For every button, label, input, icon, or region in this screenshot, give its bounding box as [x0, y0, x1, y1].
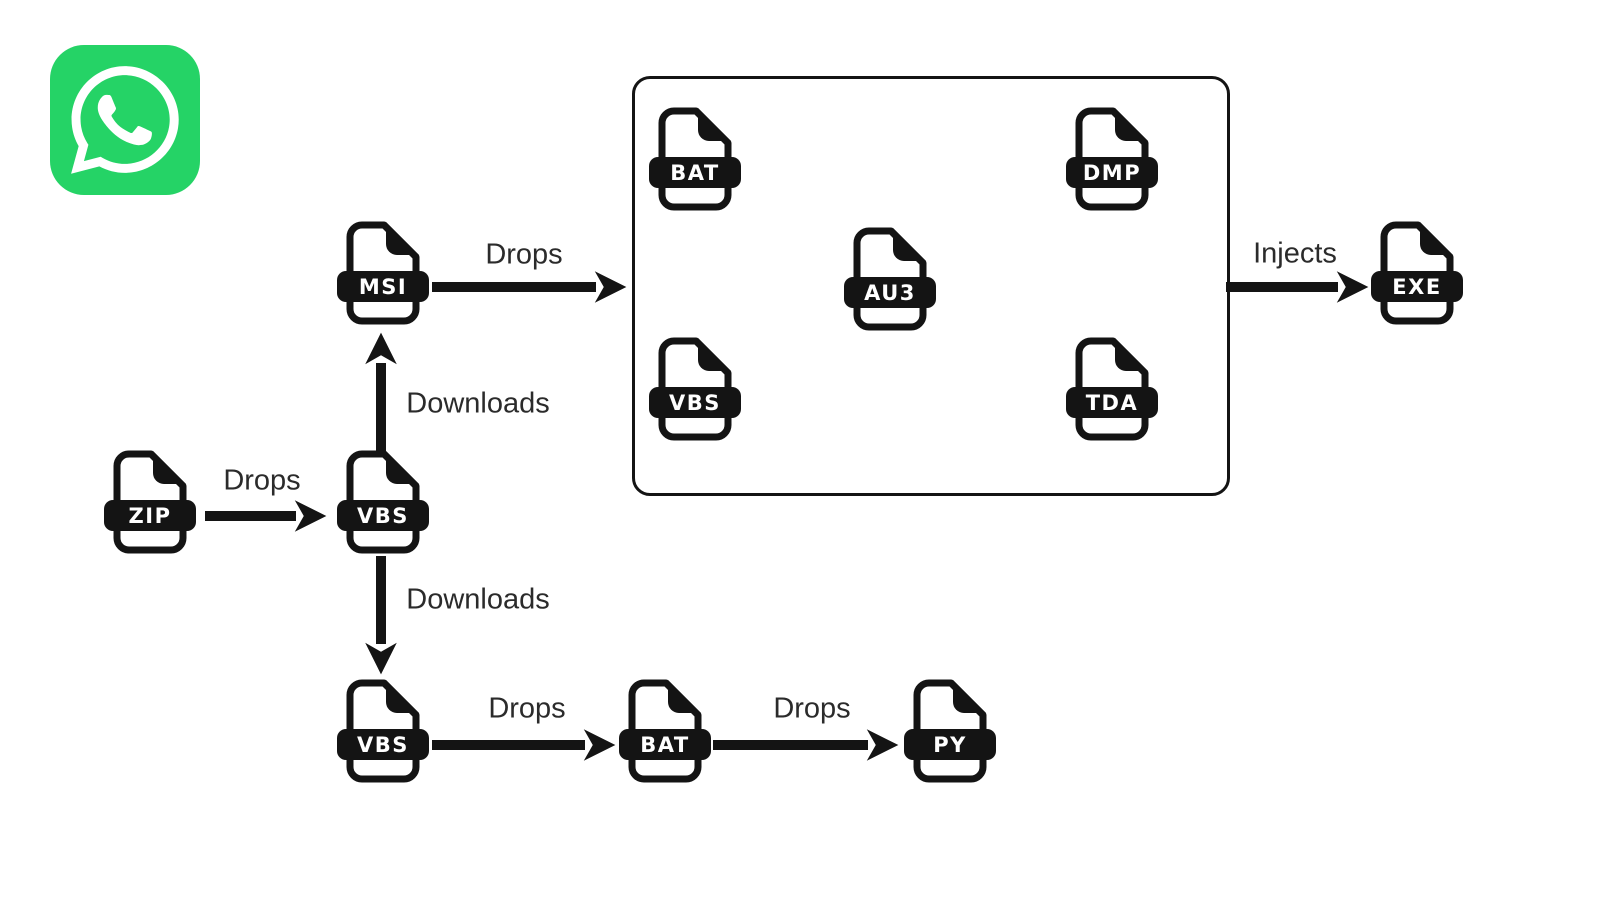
file-node-box-tda: TDA — [1066, 337, 1158, 441]
file-node-box-au3: AU3 — [844, 227, 936, 331]
file-ext-label: VBS — [337, 729, 429, 760]
file-node-bat-dropper: BAT — [619, 679, 711, 783]
file-ext-label: VBS — [649, 387, 741, 418]
edge-label-drops-1: Drops — [223, 464, 301, 497]
edge-label-downloads-2: Downloads — [406, 583, 550, 616]
edge-label-drops-4: Drops — [773, 692, 851, 725]
file-ext-label: BAT — [619, 729, 711, 760]
edge-label-drops-2: Drops — [485, 238, 563, 271]
file-node-vbs-main: VBS — [337, 450, 429, 554]
file-ext-label: MSI — [337, 271, 429, 302]
file-ext-label: VBS — [337, 500, 429, 531]
edge-label-drops-3: Drops — [488, 692, 566, 725]
file-ext-label: AU3 — [844, 277, 936, 308]
whatsapp-icon — [50, 45, 200, 195]
file-node-box-vbs: VBS — [649, 337, 741, 441]
file-ext-label: PY — [904, 729, 996, 760]
edge-label-injects: Injects — [1253, 237, 1337, 270]
file-ext-label: ZIP — [104, 500, 196, 531]
file-node-exe: EXE — [1371, 221, 1463, 325]
file-ext-label: TDA — [1066, 387, 1158, 418]
file-node-vbs-loader: VBS — [337, 679, 429, 783]
edge-label-downloads-1: Downloads — [406, 387, 550, 420]
file-node-box-dmp: DMP — [1066, 107, 1158, 211]
file-ext-label: BAT — [649, 157, 741, 188]
file-ext-label: EXE — [1371, 271, 1463, 302]
file-node-msi: MSI — [337, 221, 429, 325]
file-node-py: PY — [904, 679, 996, 783]
file-ext-label: DMP — [1066, 157, 1158, 188]
file-node-zip: ZIP — [104, 450, 196, 554]
file-node-box-bat: BAT — [649, 107, 741, 211]
